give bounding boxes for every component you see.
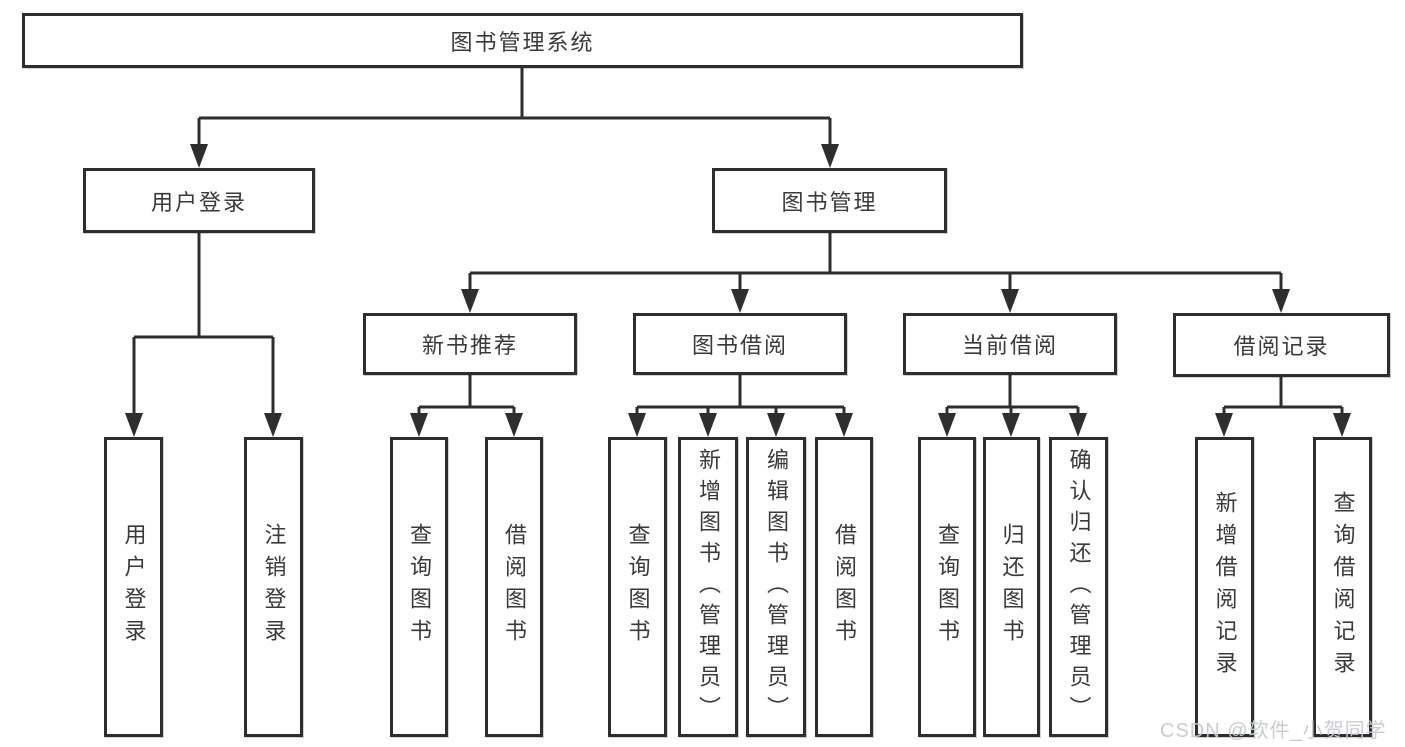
node-user-login: 用户登录 [83, 168, 315, 233]
leaf-query-books-current: 查询图书 [918, 437, 976, 737]
node-book-management: 图书管理 [712, 168, 947, 233]
node-borrowing-records: 借阅记录 [1173, 313, 1390, 377]
leaf-confirm-return-admin: 确认归还（管理员） [1049, 437, 1108, 737]
leaf-logout: 注销登录 [244, 437, 303, 737]
arrowheads [125, 144, 1351, 437]
leaf-query-borrow-record: 查询借阅记录 [1313, 437, 1372, 737]
node-current-borrowing: 当前借阅 [903, 313, 1117, 375]
leaf-edit-books-admin: 编辑图书（管理员） [746, 437, 806, 737]
leaf-add-books-admin: 新增图书（管理员） [678, 437, 738, 737]
leaf-user-login: 用户登录 [104, 437, 163, 737]
node-book-borrowing: 图书借阅 [633, 313, 847, 375]
leaf-query-books: 查询图书 [608, 437, 667, 737]
node-new-book-recommendation: 新书推荐 [363, 313, 577, 375]
leaf-query-books-recommend: 查询图书 [390, 437, 448, 737]
leaf-borrow-books: 借阅图书 [815, 437, 873, 737]
leaf-borrow-books-recommend: 借阅图书 [485, 437, 543, 737]
leaf-add-borrow-record: 新增借阅记录 [1195, 437, 1254, 737]
connector-edges [132, 68, 1344, 415]
leaf-return-books: 归还图书 [983, 437, 1040, 737]
node-root-library-system: 图书管理系统 [22, 13, 1023, 68]
